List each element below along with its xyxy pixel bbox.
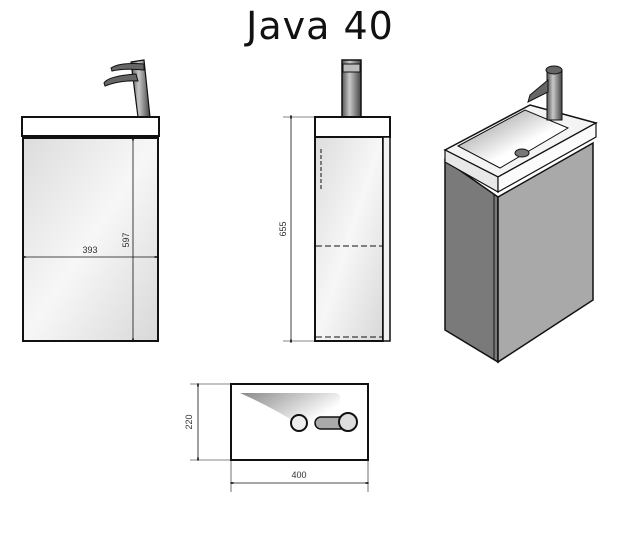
front-view: 393 597 (21, 59, 160, 342)
cabinet-iso-front (497, 141, 594, 364)
cabinet-side (314, 136, 384, 342)
height-dimension-597: 597 (121, 232, 131, 247)
countertop-front (21, 116, 160, 137)
faucet-front (103, 59, 151, 118)
cabinet-front (22, 137, 159, 342)
cabinet-iso-side (444, 158, 499, 364)
product-title: Java 40 (246, 4, 394, 48)
width-dimension-400: 400 (291, 470, 306, 480)
depth-dimension-220: 220 (184, 414, 194, 429)
drain-top (290, 414, 308, 432)
width-dimension-393: 393 (82, 245, 97, 255)
height-dimension-655: 655 (278, 221, 288, 236)
top-view: 220 400 (184, 383, 369, 492)
countertop-side (314, 116, 391, 138)
isometric-view (443, 65, 598, 364)
drain-iso (514, 148, 530, 158)
basin-iso (456, 109, 570, 169)
faucet-iso (527, 65, 563, 121)
side-view: 655 (278, 59, 391, 343)
